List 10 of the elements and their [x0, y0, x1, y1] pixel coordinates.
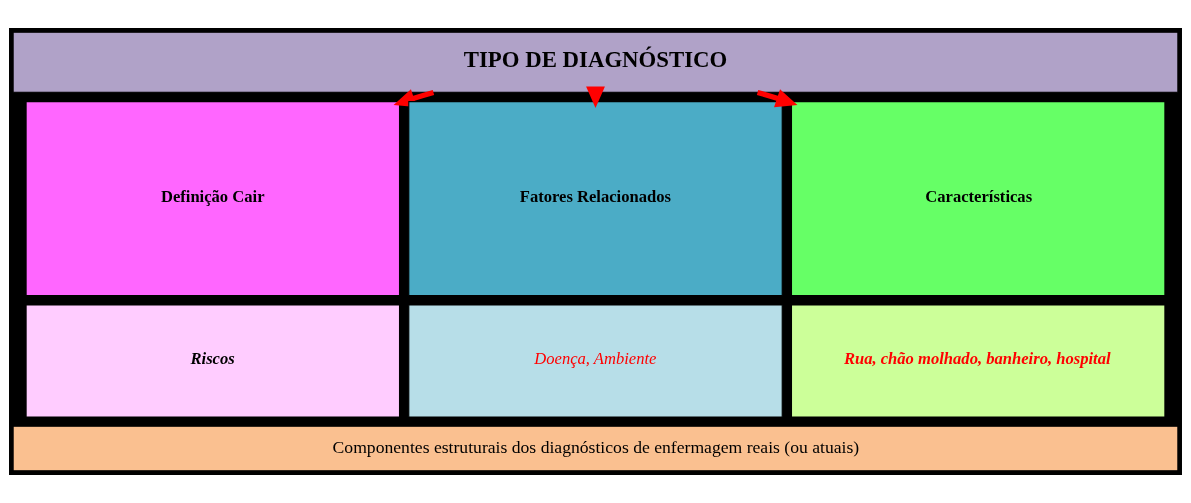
node-box: Fatores Relacionados [408, 101, 783, 297]
node-box: Doença, Ambiente [408, 304, 783, 418]
node-box: Componentes estruturais dos diagnósticos de enfermagem reais (ou atuais) [12, 425, 1179, 472]
node-box: Rua, chão molhado, banheiro, hospital [791, 304, 1166, 418]
node-box: Definição Cair [25, 101, 400, 297]
node-box: Riscos [25, 304, 400, 418]
arrow [586, 86, 605, 109]
node-box: Características [791, 101, 1166, 297]
arrow [756, 89, 798, 108]
arrow [393, 89, 435, 108]
